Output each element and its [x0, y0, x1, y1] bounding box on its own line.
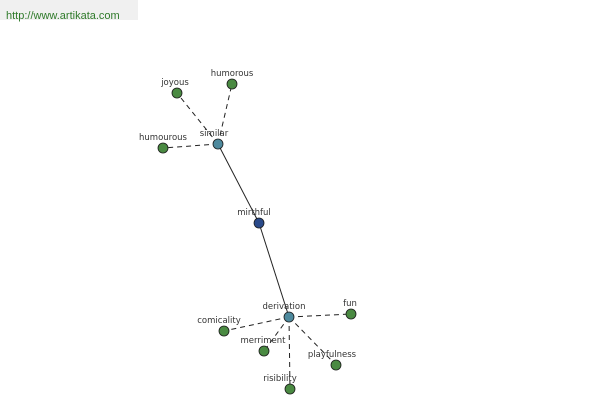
node-mirthful[interactable]: [253, 217, 265, 229]
node-similar[interactable]: [212, 138, 224, 150]
node-humorous[interactable]: [226, 78, 238, 90]
label-comicality: comicality: [197, 316, 240, 326]
node-joyous[interactable]: [171, 87, 183, 99]
label-humourous: humourous: [139, 133, 188, 143]
node-comicality[interactable]: [218, 325, 230, 337]
edge-mirthful-derivation: [258, 222, 290, 318]
node-fun[interactable]: [345, 308, 357, 320]
node-humourous[interactable]: [157, 142, 169, 154]
edge-mirthful-similar: [217, 143, 260, 224]
label-fun: fun: [343, 299, 357, 309]
node-merriment[interactable]: [258, 345, 270, 357]
node-risibility[interactable]: [284, 383, 296, 395]
label-humorous: humorous: [211, 69, 254, 79]
label-joyous: joyous: [160, 78, 189, 88]
edge-derivation-playfulness: [288, 316, 337, 366]
label-merriment: merriment: [241, 336, 287, 346]
edge-derivation-merriment: [263, 316, 290, 352]
site-url-link[interactable]: http://www.artikata.com: [6, 10, 120, 22]
label-risibility: risibility: [263, 374, 297, 384]
edge-similar-joyous: [176, 92, 219, 145]
edge-similar-humorous: [217, 83, 233, 145]
edge-derivation-risibility: [288, 316, 291, 390]
edge-derivation-comicality: [223, 316, 290, 332]
node-derivation[interactable]: [283, 311, 295, 323]
label-derivation: derivation: [262, 302, 305, 312]
url-bar: http://www.artikata.com: [0, 0, 138, 22]
label-playfulness: playfulness: [308, 350, 357, 360]
label-similar: similar: [200, 129, 229, 139]
node-playfulness[interactable]: [330, 359, 342, 371]
edge-similar-humourous: [162, 143, 219, 149]
edge-derivation-fun: [288, 313, 352, 318]
label-mirthful: mirthful: [237, 208, 271, 218]
